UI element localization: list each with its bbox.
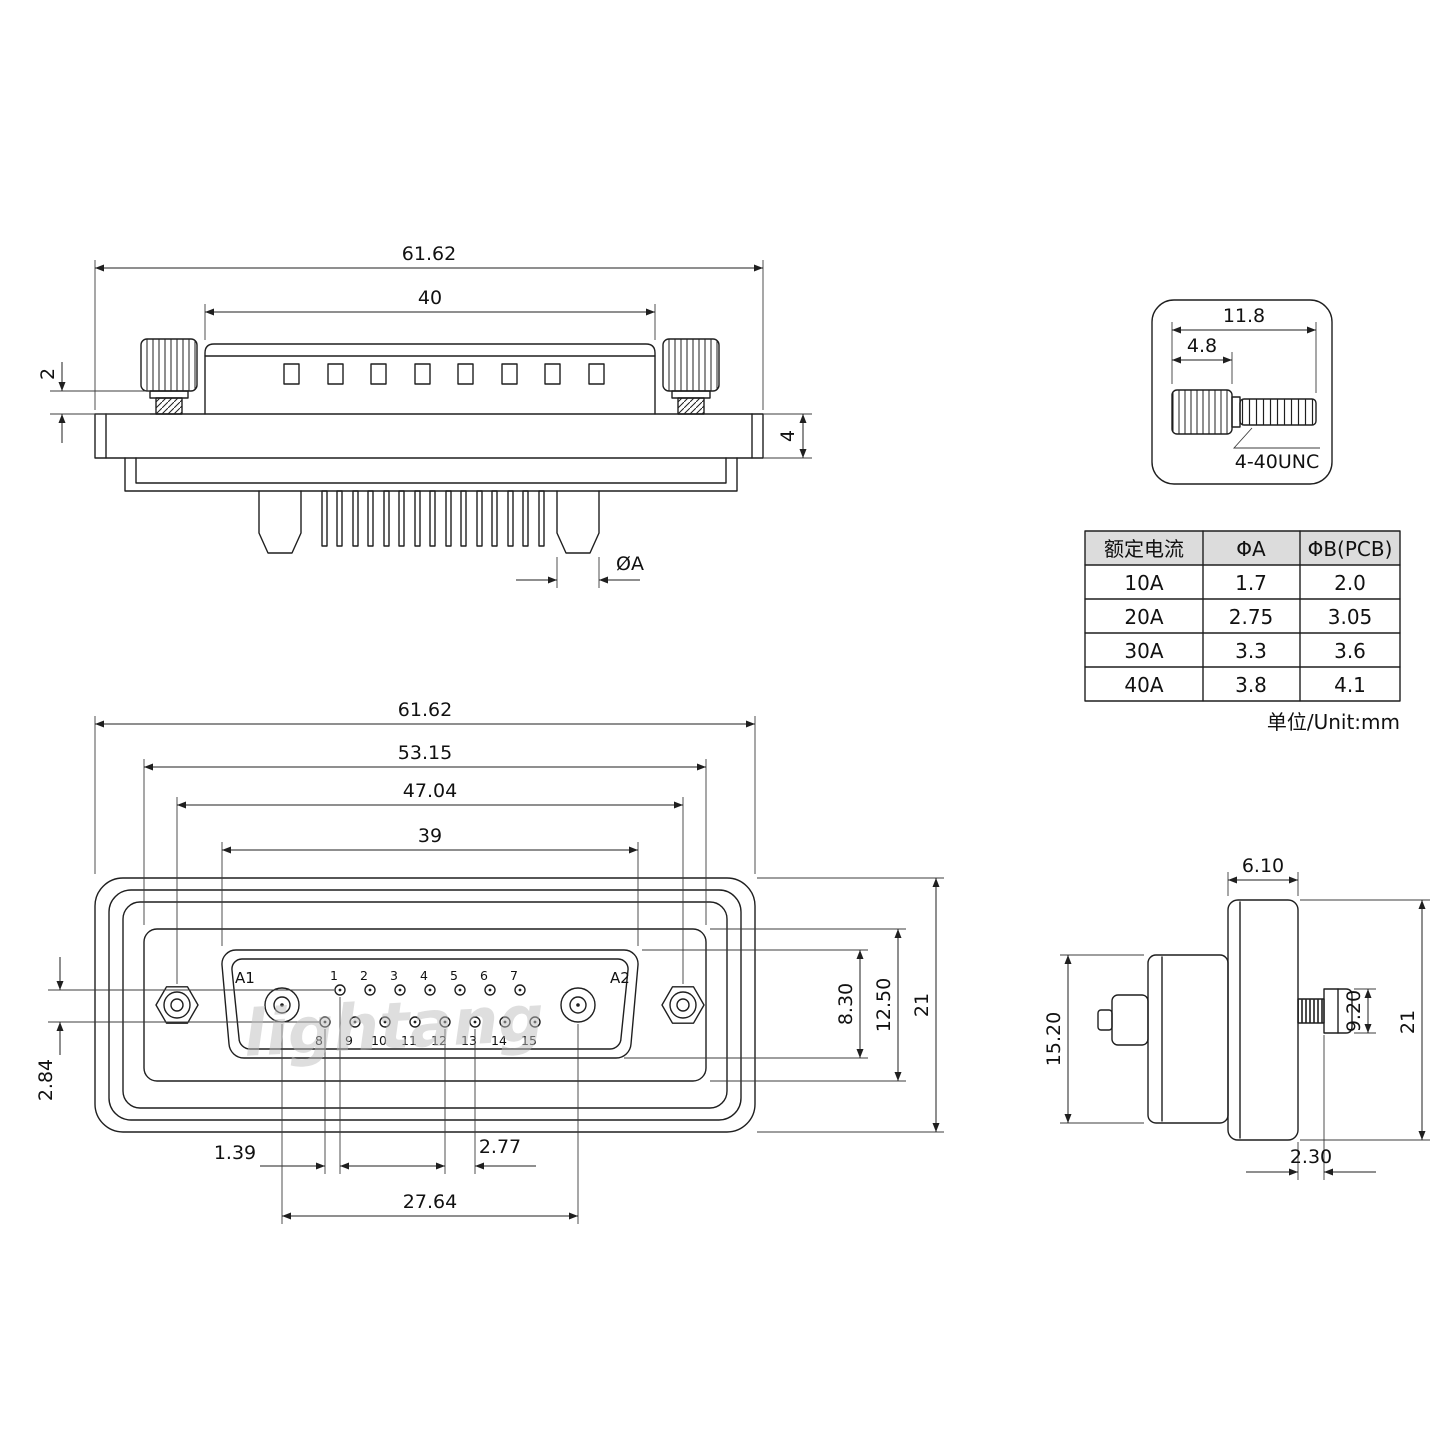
flange-outlines bbox=[94, 877, 756, 1133]
dim-side-plate-thickness: 2.30 bbox=[1290, 1146, 1332, 1168]
side-profile-outline bbox=[1097, 899, 1353, 1141]
table-row: 10A 1.7 2.0 bbox=[1124, 571, 1365, 595]
pin-number: 4 bbox=[420, 968, 428, 983]
table-header-current: 额定电流 bbox=[1104, 537, 1184, 561]
dim-side-screw-height: 9.20 bbox=[1343, 990, 1365, 1032]
dim-front-mount-spacing: 47.04 bbox=[403, 780, 457, 802]
body-windows bbox=[283, 363, 605, 385]
cell-current-20a: 20A bbox=[1124, 605, 1163, 629]
pin-number: 9 bbox=[345, 1033, 353, 1048]
jackscrew-left bbox=[140, 338, 198, 415]
pin-number: 10 bbox=[371, 1033, 387, 1048]
unit-note: 单位/Unit:mm bbox=[1267, 710, 1400, 734]
pin-number: 8 bbox=[315, 1033, 323, 1048]
dim-front-insert-height: 12.50 bbox=[873, 978, 895, 1032]
dim-side-overall-height: 21 bbox=[1397, 1010, 1419, 1034]
front-view: A1 A2 1 2 3 4 5 6 7 8 bbox=[35, 699, 944, 1224]
top-side-view: 61.62 40 2 4 ØA bbox=[37, 243, 812, 588]
d-shell bbox=[221, 949, 639, 1059]
dim-front-power-pin-span: 27.64 bbox=[403, 1191, 457, 1213]
table-row: 40A 3.8 4.1 bbox=[1124, 673, 1365, 697]
dim-top-overall-width: 61.62 bbox=[402, 243, 456, 265]
signal-pins-row2: 8 9 10 11 12 13 14 15 bbox=[315, 1016, 541, 1048]
detail-frame bbox=[1151, 299, 1333, 485]
cell-dia-a-20a: 2.75 bbox=[1229, 605, 1274, 629]
thread-spec-label: 4-40UNC bbox=[1235, 451, 1320, 473]
jackscrew-right bbox=[662, 338, 720, 415]
cell-dia-b-40a: 4.1 bbox=[1334, 673, 1366, 697]
table-row: 20A 2.75 3.05 bbox=[1124, 605, 1372, 629]
table-row: 30A 3.3 3.6 bbox=[1124, 639, 1365, 663]
cell-current-40a: 40A bbox=[1124, 673, 1163, 697]
dim-top-body-width: 40 bbox=[418, 287, 442, 309]
pin-number: 15 bbox=[521, 1033, 537, 1048]
cell-current-10a: 10A bbox=[1124, 571, 1163, 595]
cell-dia-b-10a: 2.0 bbox=[1334, 571, 1366, 595]
pin-label-a1: A1 bbox=[235, 969, 255, 987]
screw-detail-dimensions: 11.8 4.8 4-40UNC bbox=[1171, 305, 1320, 473]
table-header-dia-a: ΦA bbox=[1236, 537, 1266, 561]
dim-front-opening-height: 8.30 bbox=[835, 983, 857, 1025]
pin-number: 7 bbox=[510, 968, 518, 983]
cell-dia-a-10a: 1.7 bbox=[1235, 571, 1267, 595]
side-profile-view: 6.10 15.20 9.20 21 2.30 bbox=[1043, 855, 1430, 1180]
screw-detail: 11.8 4.8 4-40UNC bbox=[1151, 299, 1333, 485]
top-view-dimensions: 61.62 40 2 4 ØA bbox=[37, 243, 812, 588]
table-header-dia-b: ΦB(PCB) bbox=[1308, 537, 1393, 561]
pin-number: 14 bbox=[491, 1033, 507, 1048]
dim-top-washer-height: 2 bbox=[37, 368, 59, 380]
table-header-bg bbox=[1085, 531, 1400, 565]
dim-front-shell-width: 39 bbox=[418, 825, 442, 847]
dim-front-overall-width: 61.62 bbox=[398, 699, 452, 721]
pin-number: 3 bbox=[390, 968, 398, 983]
mount-hole-left bbox=[155, 986, 199, 1024]
dim-screw-head-length: 4.8 bbox=[1187, 335, 1217, 357]
dim-front-overall-height: 21 bbox=[911, 993, 933, 1017]
dim-front-row-offset-v: 2.84 bbox=[35, 1059, 57, 1101]
screw-drawing bbox=[1171, 389, 1317, 435]
dim-side-flange-width: 6.10 bbox=[1242, 855, 1284, 877]
dim-side-body-height: 15.20 bbox=[1043, 1012, 1065, 1066]
cell-dia-b-20a: 3.05 bbox=[1328, 605, 1373, 629]
label-pin-diameter: ØA bbox=[616, 553, 644, 575]
dim-screw-total-length: 11.8 bbox=[1223, 305, 1265, 327]
pin-number: 11 bbox=[401, 1033, 417, 1048]
signal-pins-row1: 1 2 3 4 5 6 7 bbox=[330, 968, 526, 996]
cell-current-30a: 30A bbox=[1124, 639, 1163, 663]
side-view-dimensions: 6.10 15.20 9.20 21 2.30 bbox=[1043, 855, 1430, 1180]
contact-pins-side bbox=[258, 490, 600, 554]
pin-number: 5 bbox=[450, 968, 458, 983]
dim-front-row-offset-h: 1.39 bbox=[214, 1142, 256, 1164]
mount-hole-right bbox=[661, 986, 705, 1024]
pin-number: 13 bbox=[461, 1033, 477, 1048]
cell-dia-b-30a: 3.6 bbox=[1334, 639, 1366, 663]
dim-front-step-width: 53.15 bbox=[398, 742, 452, 764]
watermark: lightang bbox=[242, 982, 546, 1072]
dim-front-pin-pitch: 2.77 bbox=[479, 1136, 521, 1158]
pin-number: 12 bbox=[431, 1033, 447, 1048]
pin-number: 1 bbox=[330, 968, 338, 983]
pin-number: 6 bbox=[480, 968, 488, 983]
pin-number: 2 bbox=[360, 968, 368, 983]
cell-dia-a-40a: 3.8 bbox=[1235, 673, 1267, 697]
pin-label-a2: A2 bbox=[610, 969, 630, 987]
spec-table: 额定电流 ΦA ΦB(PCB) 10A 1.7 2.0 20A 2.75 3.0… bbox=[1084, 530, 1401, 734]
dim-top-flange-thickness: 4 bbox=[777, 430, 799, 442]
cell-dia-a-30a: 3.3 bbox=[1235, 639, 1267, 663]
power-pin-a2 bbox=[560, 987, 596, 1023]
front-view-dimensions: 61.62 53.15 47.04 39 8.30 12.50 bbox=[35, 699, 944, 1224]
